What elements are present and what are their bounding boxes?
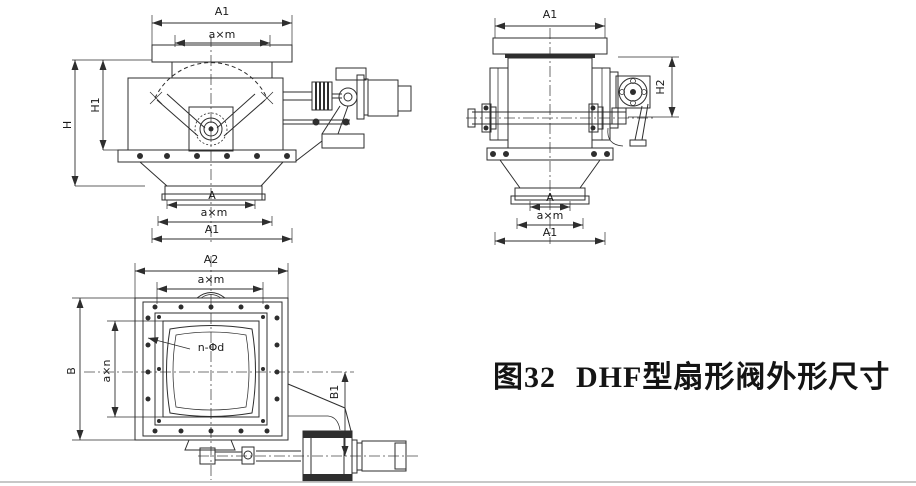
dim-top-b1: B1 bbox=[328, 385, 341, 400]
figure-number: 图32 bbox=[493, 361, 556, 394]
front-left-dimensions: H1 H bbox=[61, 59, 152, 187]
dim-top-axm: a×m bbox=[198, 273, 225, 286]
top-view-drawing: A2 a×m n-Φd bbox=[65, 253, 420, 482]
fan-sector-plate bbox=[149, 62, 274, 137]
dim-side-h2: H2 bbox=[654, 79, 667, 94]
dim-front-top-a1: A1 bbox=[215, 5, 230, 18]
dim-front-h1: H1 bbox=[89, 97, 102, 112]
front-top-dimensions: A1 a×m bbox=[151, 5, 293, 47]
top-view-centerlines bbox=[84, 256, 420, 480]
actuator-cylinder-front bbox=[283, 67, 412, 162]
side-right-dimension: H2 bbox=[618, 56, 679, 118]
bottom-flange-front bbox=[117, 149, 297, 201]
flange-plan-outline bbox=[134, 292, 289, 441]
dim-side-bottom-a1: A1 bbox=[543, 226, 558, 239]
valve-shaft-side bbox=[467, 103, 626, 133]
dim-front-top-axm: a×m bbox=[209, 28, 236, 41]
dim-top-a2: A2 bbox=[204, 253, 219, 266]
dim-top-axn: a×n bbox=[100, 360, 113, 383]
dim-top-b: B bbox=[65, 367, 78, 375]
front-view-drawing: A1 a×m bbox=[61, 5, 412, 243]
dim-front-bottom-a: A bbox=[208, 189, 216, 202]
dim-side-top-a1: A1 bbox=[543, 8, 558, 21]
top-view-right-dimension: B1 bbox=[328, 372, 349, 456]
actuator-plan bbox=[184, 383, 407, 482]
dim-front-h: H bbox=[61, 121, 74, 129]
flange-bolt-holes bbox=[145, 304, 280, 434]
dim-side-bottom-a: A bbox=[546, 191, 554, 204]
dim-side-bottom-axm: a×m bbox=[537, 209, 564, 222]
page-bottom-rule bbox=[0, 481, 916, 483]
front-bottom-dimensions: A a×m A1 bbox=[151, 189, 293, 243]
shaft-hub bbox=[188, 106, 234, 152]
side-view-drawing: A1 bbox=[466, 8, 679, 245]
top-view-top-dimensions: A2 a×m bbox=[134, 253, 289, 304]
bolt-hole-callout: n-Φd bbox=[147, 337, 225, 354]
actuator-side bbox=[607, 71, 651, 147]
dim-front-bottom-axm: a×m bbox=[201, 206, 228, 219]
dim-front-bottom-a1: A1 bbox=[205, 223, 220, 236]
top-view-left-dimensions: B a×n bbox=[65, 297, 163, 441]
dim-top-n-phid: n-Φd bbox=[198, 341, 225, 354]
figure-caption: 图32 DHF型扇形阀外形尺寸 bbox=[493, 352, 903, 396]
side-bottom-dimensions: A a×m A1 bbox=[494, 191, 606, 245]
figure-title: DHF型扇形阀外形尺寸 bbox=[576, 361, 891, 394]
side-top-dimension: A1 bbox=[494, 8, 606, 38]
